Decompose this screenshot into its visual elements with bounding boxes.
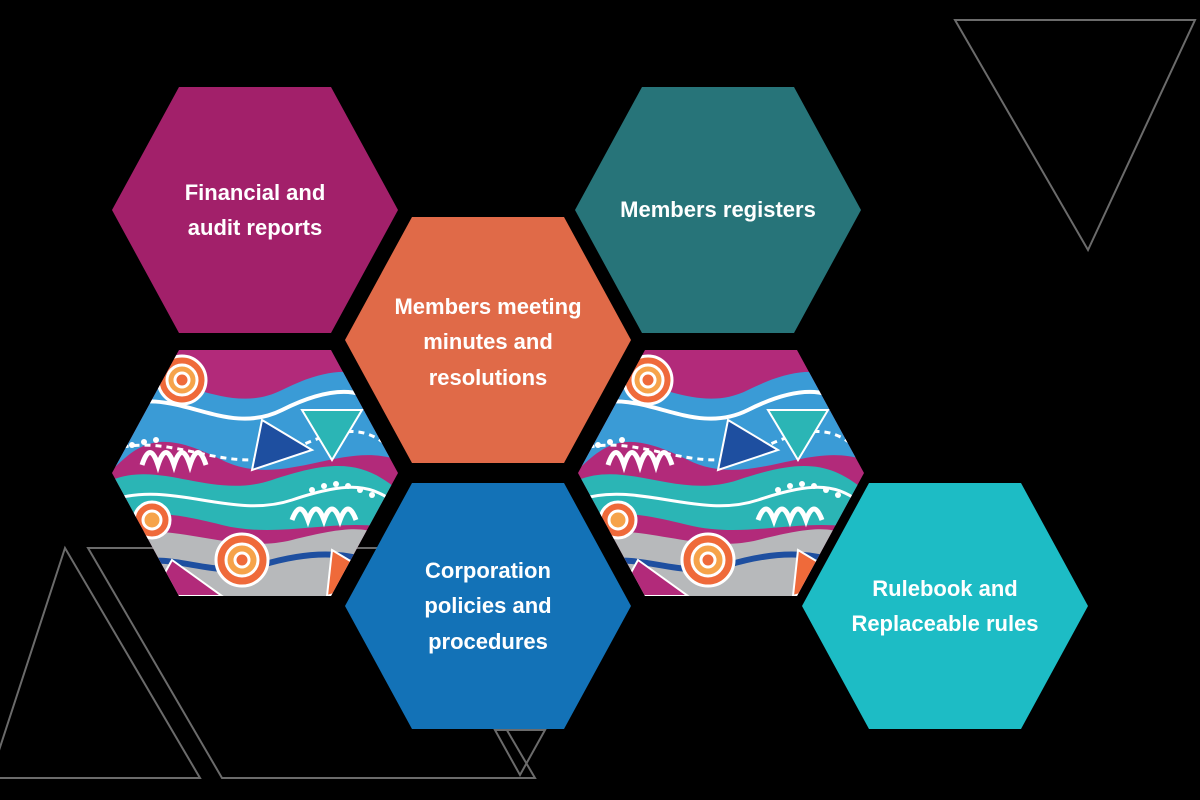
label-corporation-policies: Corporation policies and procedures [424,558,552,654]
hexagon-corporation-policies [345,483,631,729]
hexagon-rulebook [802,483,1088,729]
hexagon-members-registers [575,87,861,333]
outline-triangle-top-right [953,19,1197,253]
hexagon-members-meeting [345,217,631,463]
label-financial: Financial and audit reports [184,179,326,240]
label-members-meeting: Members meeting minutes and resolutions [394,294,582,390]
outline-triangle-bottom-left [0,545,202,779]
label-members-registers: Members registers [620,197,816,223]
hexagon-financial [112,87,398,333]
label-rulebook: Rulebook and Replaceable rules [851,575,1039,636]
aboriginal-art-pattern-icon [112,350,398,596]
pattern-hexagon-left [112,350,398,596]
outline-triangle-bottom-small [493,729,547,778]
